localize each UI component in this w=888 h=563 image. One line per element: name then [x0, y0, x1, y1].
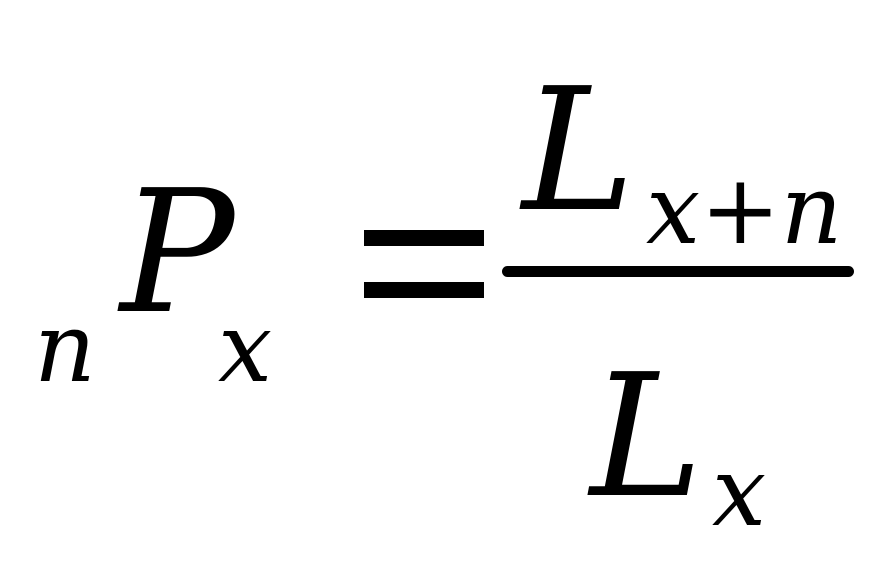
numerator-symbol-l: L [522, 52, 635, 250]
equals-sign-top-bar [364, 230, 484, 246]
subscript-x: x [218, 292, 273, 404]
probability-symbol-p: P [120, 154, 235, 352]
numerator-subscript: x+n [646, 154, 843, 266]
prescript-n: n [34, 292, 96, 404]
fraction-bar [502, 266, 854, 277]
equals-sign-bottom-bar [364, 282, 484, 298]
denominator-subscript: x [712, 436, 767, 548]
denominator-symbol-l: L [590, 338, 703, 536]
